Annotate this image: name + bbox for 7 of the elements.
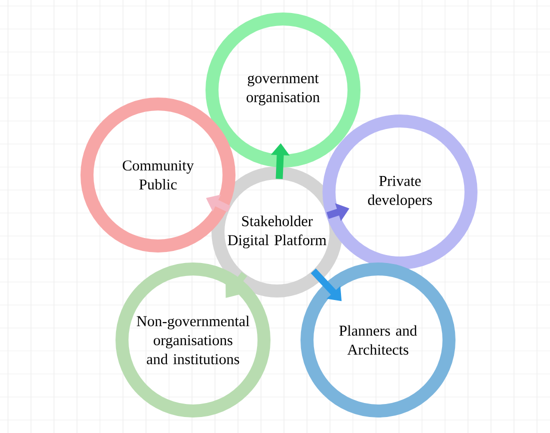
node-label: Stakeholder Digital Platform	[228, 216, 326, 248]
node-label: Community Public	[122, 160, 194, 190]
arrow	[226, 272, 248, 298]
node-label: Private developers	[368, 176, 432, 208]
node-label: Non-governmental organisations and institutions	[136, 316, 250, 364]
node-label: government organisation	[246, 74, 320, 106]
node-label: Planners and Architects	[339, 325, 417, 355]
